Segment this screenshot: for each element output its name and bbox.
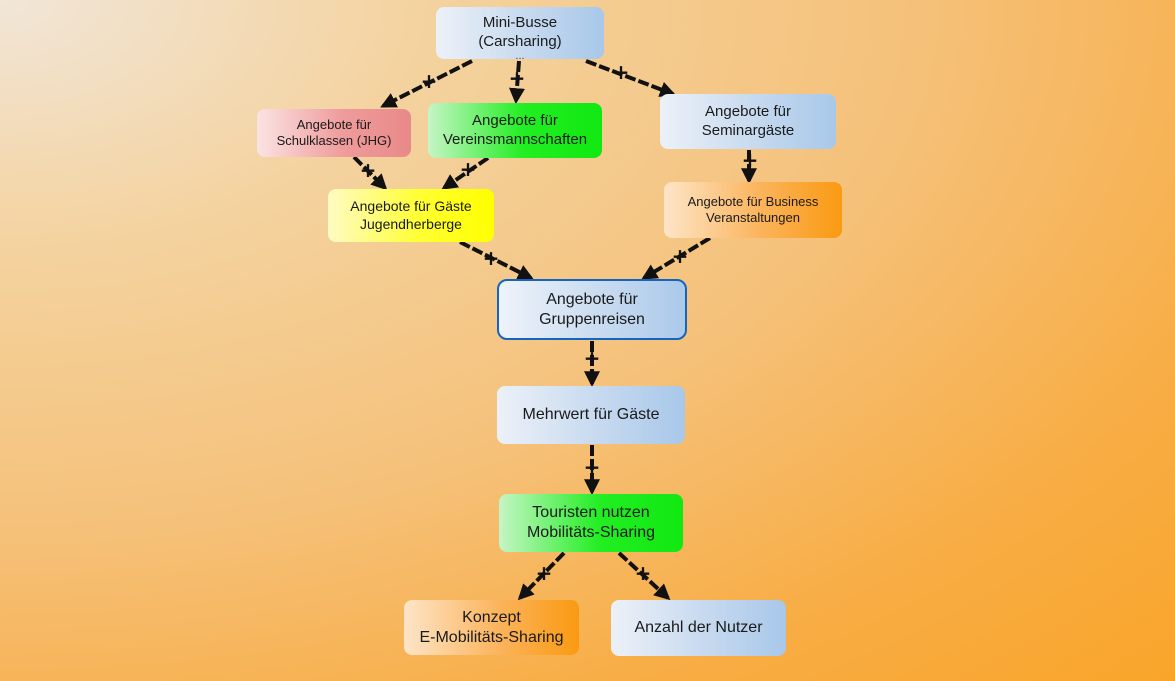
edge-business-to-gruppenreisen [641, 236, 712, 280]
edge-mini_busse-to-seminar [585, 59, 676, 97]
node-label: Angebote für Seminargäste [701, 102, 795, 139]
node-gruppenreisen[interactable]: Angebote für Gruppenreisen [497, 279, 687, 340]
node-label: Angebote für Vereinsmannschaften [442, 111, 588, 148]
edge-polarity-label: + [584, 455, 601, 479]
node-label: Mini-Busse (Carsharing) [478, 14, 562, 50]
node-vereinsmannschaften[interactable]: Angebote für Vereinsmannschaften [428, 103, 602, 158]
edge-jugendherberge-to-gruppenreisen [459, 240, 534, 280]
edge-polarity-label: + [584, 346, 601, 370]
node-jugendherberge[interactable]: Angebote für Gäste Jugendherberge [328, 189, 494, 242]
node-seminargaeste[interactable]: Angebote für Seminargäste [660, 94, 836, 149]
node-business-veranstaltungen[interactable]: Angebote für Business Veranstaltungen [664, 182, 842, 238]
edge-mini_busse-to-vereins [508, 60, 525, 105]
node-label: Touristen nutzen Mobilitäts-Sharing [526, 504, 656, 541]
node-label: Angebote für Schulklassen (JHG) [276, 116, 392, 148]
node-ellipsis: ... [515, 50, 525, 60]
node-label: Mehrwert für Gäste [522, 406, 660, 423]
edge-polarity-label: + [360, 158, 377, 182]
node-mehrwert[interactable]: Mehrwert für Gäste [497, 386, 685, 444]
node-touristen[interactable]: Touristen nutzen Mobilitäts-Sharing [499, 494, 683, 552]
edge-polarity-label: + [421, 69, 438, 93]
edge-touristen-to-anzahl [617, 551, 671, 601]
node-mini-busse[interactable]: Mini-Busse (Carsharing) ... [436, 7, 604, 59]
edge-touristen-to-konzept [517, 551, 566, 601]
edge-polarity-label: + [460, 157, 477, 181]
edge-vereins-to-jugendherberge [441, 156, 490, 190]
node-label: Anzahl der Nutzer [634, 619, 763, 636]
node-label: Angebote für Business Veranstaltungen [687, 193, 819, 225]
edge-polarity-label: + [742, 148, 759, 172]
edge-mini_busse-to-schulklassen [380, 59, 473, 108]
node-konzept[interactable]: Konzept E-Mobilitäts-Sharing [404, 600, 579, 655]
node-label: Angebote für Gäste Jugendherberge [350, 198, 472, 232]
edge-polarity-label: + [635, 561, 652, 585]
edge-polarity-label: + [672, 244, 689, 268]
edge-polarity-label: + [536, 561, 553, 585]
edge-schulklassen-to-jugendherberge [352, 155, 388, 191]
node-label: Angebote für Gruppenreisen [539, 290, 645, 328]
edge-polarity-label: + [613, 60, 630, 84]
node-anzahl-nutzer[interactable]: Anzahl der Nutzer [611, 600, 786, 656]
node-label: Konzept E-Mobilitäts-Sharing [419, 608, 564, 646]
edge-polarity-label: + [483, 246, 500, 270]
node-schulklassen[interactable]: Angebote für Schulklassen (JHG) [257, 109, 411, 157]
edge-polarity-label: + [509, 66, 526, 90]
